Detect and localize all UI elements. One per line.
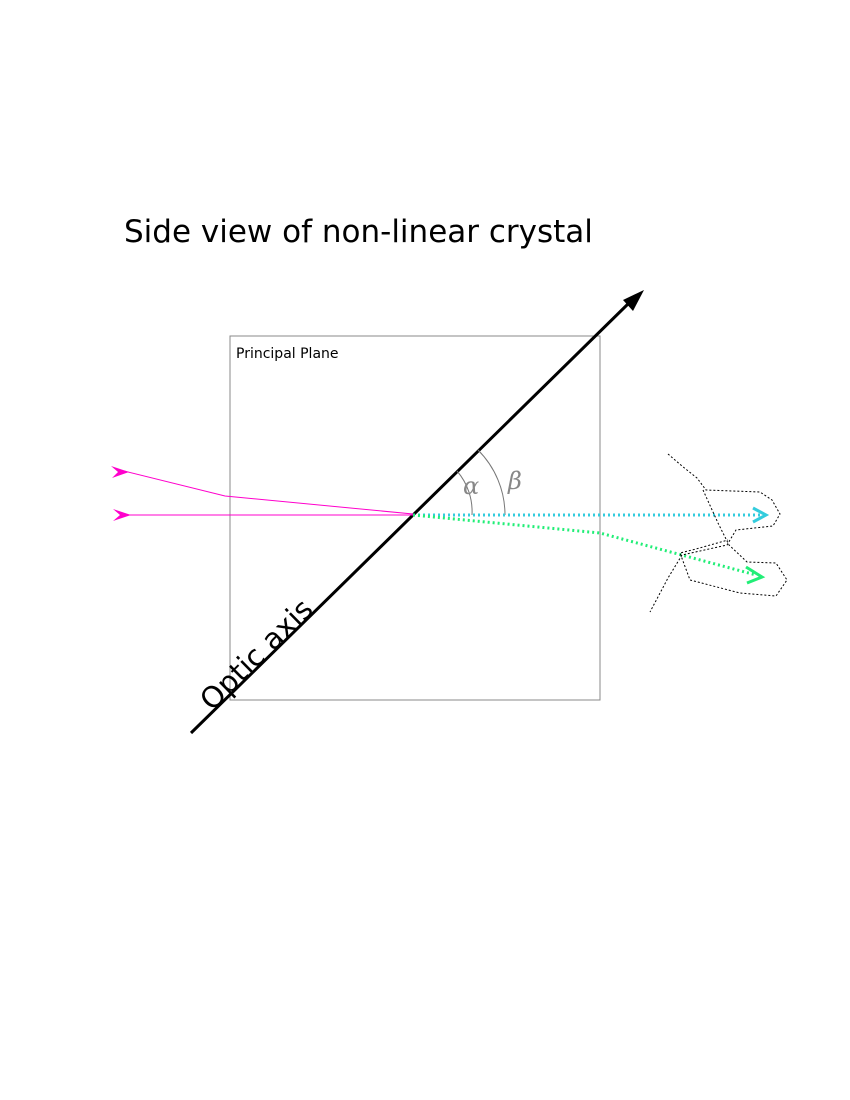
incident-beam-upper (123, 470, 414, 515)
principal-plane (229, 335, 601, 701)
magenta-arrowhead-icon (111, 466, 129, 478)
chevron-arrowhead-icon (752, 506, 770, 524)
chevron-arrowhead-icon (745, 565, 766, 585)
angle-beta-arc (477, 449, 506, 516)
extraordinary-beam-outline (679, 489, 788, 597)
optic-axis-line (189, 300, 632, 735)
optic-axis-label: Optic axis (193, 592, 319, 717)
principal-plane-label: Principal Plane (236, 346, 339, 362)
ordinary-beam-outline (649, 453, 781, 613)
diagram-title: Side view of non-linear crystal (124, 214, 593, 250)
black-arrowhead-icon (623, 290, 644, 311)
angle-alpha-label: α (463, 472, 479, 500)
angle-beta-label: β (507, 467, 522, 495)
angle-alpha-arc (456, 470, 473, 516)
extraordinary-beam (412, 513, 757, 577)
magenta-arrowhead-icon (113, 509, 131, 521)
